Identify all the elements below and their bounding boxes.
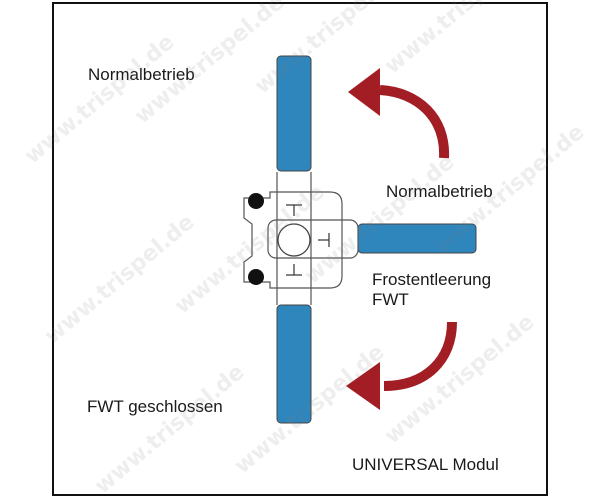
label-normal-operation-right: Normalbetrieb bbox=[386, 182, 493, 201]
right-blade bbox=[357, 223, 477, 254]
bottom-rotation-arrow-icon bbox=[346, 321, 457, 410]
label-universal-module: UNIVERSAL Modul bbox=[352, 455, 499, 474]
label-normal-operation-left: Normalbetrieb bbox=[88, 65, 195, 84]
top-dot bbox=[248, 193, 264, 209]
t-markers bbox=[286, 204, 330, 276]
bottom-dot bbox=[248, 269, 264, 285]
top-rotation-arrow-icon bbox=[348, 68, 450, 159]
label-frost-drain-line2: FWT bbox=[372, 290, 409, 309]
label-fwt-closed: FWT geschlossen bbox=[87, 397, 223, 416]
top-blade bbox=[276, 55, 312, 172]
rotor-circle bbox=[277, 223, 311, 257]
label-frost-drain-line1: Frostentleerung bbox=[372, 270, 492, 289]
bottom-blade bbox=[276, 304, 312, 424]
